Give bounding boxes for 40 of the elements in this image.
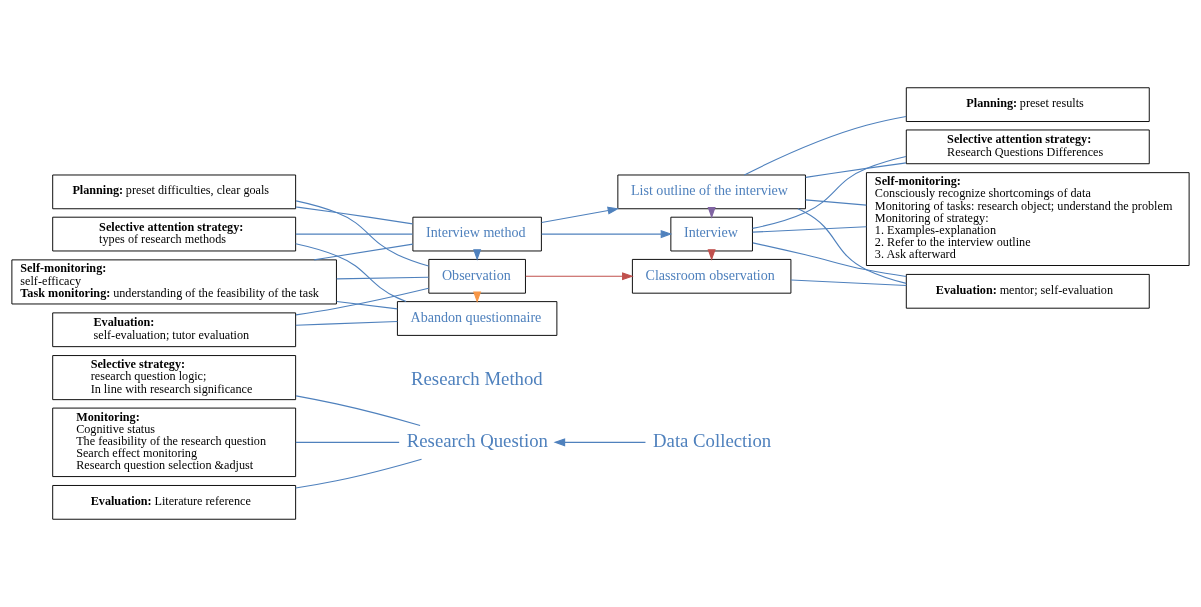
connector	[295, 441, 400, 443]
node-box: Selective attention strategy: Research Questions Differences	[905, 129, 1150, 165]
node-box: Planning: preset difficulties, clear goals	[52, 174, 297, 210]
connector	[752, 242, 907, 278]
node-box: Self-monitoring: Consciously recognize shortcomings of data Monitoring of tasks: research object; understand the problem Monitoring of strategy: 1. Examples-explanation 2. Refer to the interview outline 3. Ask afterward	[865, 172, 1190, 266]
connector	[790, 279, 907, 287]
node-box: Abandon questionnaire	[396, 301, 558, 336]
node-box: Planning: preset results	[905, 87, 1150, 122]
connector	[295, 287, 430, 316]
node-box: Selective strategy: research question logic; In line with research significance	[52, 355, 297, 401]
node-box: Selective attention strategy: types of research methods	[52, 216, 297, 252]
connector	[295, 233, 414, 235]
node-box: Evaluation: self-evaluation; tutor evaluation	[52, 312, 297, 348]
node-box: Evaluation: mentor; self-evaluation	[905, 273, 1150, 309]
node-box: Evaluation: Literature reference	[52, 485, 297, 520]
node-text: Research Question	[406, 430, 548, 452]
node-text: Data Collection	[653, 430, 772, 452]
connector	[336, 276, 430, 280]
node-box: Self-monitoring: self-efficacy Task monitoring: understanding of the feasibility of the task	[11, 259, 337, 305]
connector	[805, 199, 867, 206]
connector	[743, 115, 907, 176]
connector	[313, 243, 414, 261]
arrow	[541, 206, 620, 224]
connector	[295, 206, 414, 225]
connector	[295, 320, 398, 326]
connector	[752, 155, 907, 229]
connector	[295, 200, 430, 267]
connector	[336, 301, 398, 310]
node-box: Monitoring: Cognitive status The feasibility of the research question Search effect monitoring Research question selection &adjust	[52, 407, 297, 478]
arrow	[553, 438, 646, 447]
connector	[295, 395, 421, 426]
arrow	[541, 230, 673, 239]
connector	[295, 243, 407, 303]
node-text: Research Method	[411, 368, 543, 390]
connector	[295, 458, 423, 489]
node-box: Classroom observation	[631, 258, 792, 294]
connector	[805, 162, 907, 178]
connector	[752, 226, 867, 233]
connector	[797, 208, 907, 284]
arrow	[525, 272, 634, 281]
